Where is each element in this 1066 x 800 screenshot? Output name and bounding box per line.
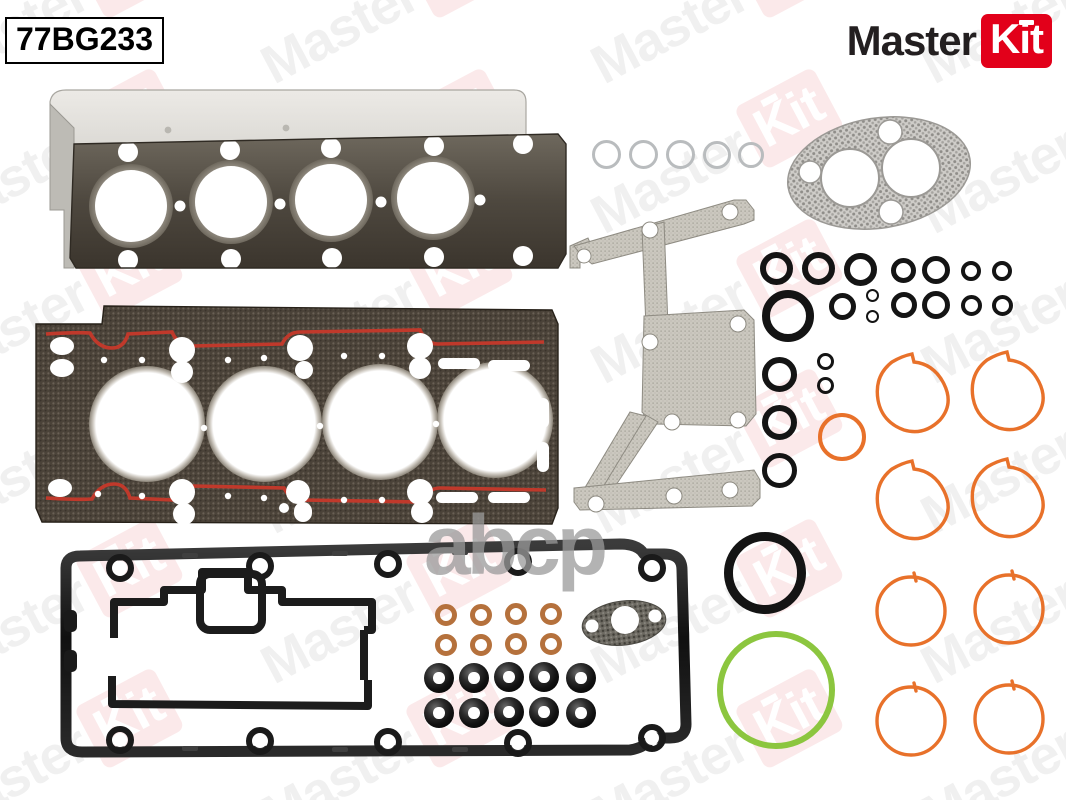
valve-stem-seal <box>494 697 524 727</box>
valve-stem-seal <box>424 663 454 693</box>
green-o-ring <box>717 631 835 749</box>
logo-master-text: Master <box>846 17 977 64</box>
intake-round-seal <box>973 569 1045 645</box>
o-ring <box>802 252 835 285</box>
valve-stem-seal <box>566 698 596 728</box>
copper-washer <box>540 633 562 655</box>
logo-kit-box: Kit <box>981 14 1052 68</box>
brand-logo: Master Kit <box>847 14 1052 68</box>
exhaust-flange-gasket <box>786 116 972 230</box>
intake-pear-seal <box>970 457 1045 539</box>
intake-pear-seal <box>875 459 950 541</box>
intake-pear-seal <box>970 350 1045 432</box>
copper-washer <box>435 634 457 656</box>
o-ring <box>762 405 797 440</box>
copper-washer <box>505 603 527 625</box>
valve-stem-seal <box>529 697 559 727</box>
intake-pear-seal <box>875 352 950 434</box>
intake-round-seal <box>875 681 947 757</box>
intake-round-seal <box>973 679 1045 755</box>
timing-cover-gasket <box>569 199 761 513</box>
large-o-ring <box>724 532 806 614</box>
valve-stem-seal <box>566 663 596 693</box>
o-ring <box>829 293 856 320</box>
metal-ring <box>703 141 731 169</box>
copper-washer <box>470 604 492 626</box>
valve-stem-seal <box>424 698 454 728</box>
metal-ring <box>629 140 658 169</box>
o-ring <box>891 292 917 318</box>
o-ring <box>961 261 981 281</box>
copper-washer <box>505 633 527 655</box>
part-number-text: 77BG233 <box>16 21 153 57</box>
metal-ring <box>592 140 621 169</box>
o-ring <box>891 258 916 283</box>
intake-round-seal <box>875 571 947 647</box>
o-ring <box>844 253 877 286</box>
exhaust-manifold-gasket <box>49 89 567 270</box>
copper-washer <box>435 604 457 626</box>
o-ring <box>992 261 1012 281</box>
metal-ring <box>666 140 695 169</box>
o-ring <box>922 256 950 284</box>
valve-stem-seal <box>529 662 559 692</box>
metal-ring <box>738 142 764 168</box>
o-ring <box>817 377 834 394</box>
o-ring <box>866 310 879 323</box>
o-ring <box>762 357 797 392</box>
part-number-badge: 77BG233 <box>5 17 164 64</box>
valve-stem-seal <box>459 663 489 693</box>
o-ring <box>762 453 797 488</box>
orange-o-ring <box>818 413 866 461</box>
copper-washer <box>540 603 562 625</box>
cylinder-head-gasket <box>35 305 559 525</box>
o-ring <box>992 295 1013 316</box>
logo-kit-text: Kit <box>990 15 1044 62</box>
o-ring <box>817 353 834 370</box>
o-ring <box>961 295 982 316</box>
logo-i-bar <box>1019 20 1034 25</box>
o-ring <box>866 289 879 302</box>
oil-drain-gasket <box>581 600 667 646</box>
o-ring <box>762 290 814 342</box>
valve-stem-seal <box>494 662 524 692</box>
o-ring <box>922 291 950 319</box>
o-ring <box>760 252 793 285</box>
valve-stem-seal <box>459 698 489 728</box>
copper-washer <box>470 634 492 656</box>
